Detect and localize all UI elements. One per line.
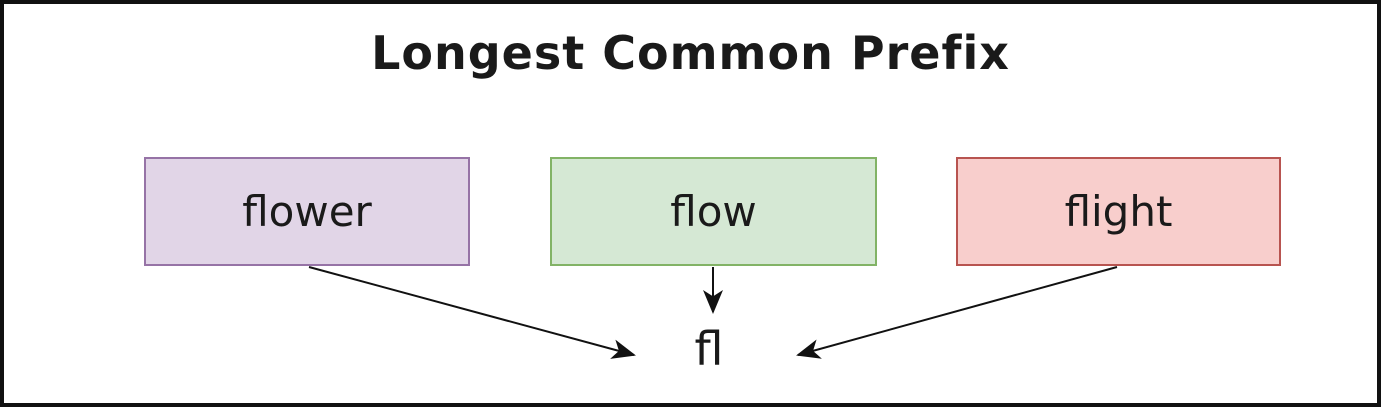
- word-label-flow: flow: [670, 187, 757, 236]
- common-prefix-text: fl: [694, 322, 724, 376]
- word-box-flower: flower: [144, 157, 470, 266]
- arrow-flight-to-prefix: [796, 266, 1118, 359]
- arrow-flower-to-prefix: [308, 266, 636, 359]
- word-box-flow: flow: [550, 157, 877, 266]
- word-label-flight: flight: [1064, 187, 1173, 236]
- word-box-flight: flight: [956, 157, 1281, 266]
- word-label-flower: flower: [242, 187, 372, 236]
- diagram-title: Longest Common Prefix: [371, 26, 1010, 80]
